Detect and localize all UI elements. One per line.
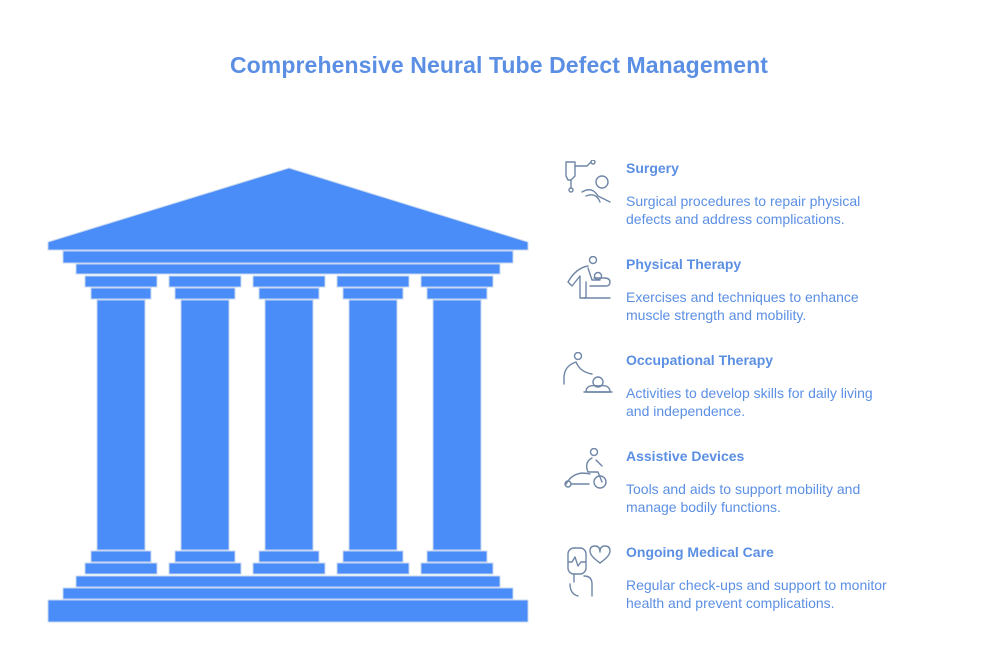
temple-column-2-shaft <box>180 299 230 551</box>
medical-care-icon <box>567 545 611 597</box>
item-heading: Surgery <box>626 160 679 176</box>
temple-column-4-base-top <box>342 550 404 563</box>
temple-roof <box>47 167 529 251</box>
temple-step-1 <box>75 575 501 588</box>
temple-column-1-base-top <box>90 550 152 563</box>
item-description: Regular check-ups and support to monitor… <box>626 577 887 611</box>
temple-step-3 <box>47 599 529 623</box>
temple-entablature-top <box>62 250 514 264</box>
temple-column-1-shaft <box>96 299 146 551</box>
item-heading: Ongoing Medical Care <box>626 544 774 560</box>
temple-column-2-capital-top <box>168 275 242 288</box>
temple-column-4-shaft <box>348 299 398 551</box>
item-heading: Occupational Therapy <box>626 352 774 368</box>
item-heading: Physical Therapy <box>626 256 742 272</box>
occupational-therapy-icon <box>563 352 613 393</box>
temple-column-4-capital-top <box>336 275 410 288</box>
temple-column-5-base-top <box>426 550 488 563</box>
temple-column-5-shaft <box>432 299 482 551</box>
temple-column-3-base-top <box>258 550 320 563</box>
item-description: Exercises and techniques to enhance musc… <box>626 289 859 323</box>
assistive-devices-icon <box>564 448 607 489</box>
temple-column-1-capital-top <box>84 275 158 288</box>
temple-column-3-shaft <box>264 299 314 551</box>
temple-column-3-capital-top <box>252 275 326 288</box>
temple-column-3-base-bottom <box>252 562 326 575</box>
item-description: Activities to develop skills for daily l… <box>626 385 873 419</box>
temple-column-2-base-bottom <box>168 562 242 575</box>
temple-column-5-capital-bottom <box>426 287 488 300</box>
temple-column-4-capital-bottom <box>342 287 404 300</box>
temple-column-2-base-top <box>174 550 236 563</box>
temple-step-2 <box>62 587 514 600</box>
temple-column-1-capital-bottom <box>90 287 152 300</box>
diagram-title: Comprehensive Neural Tube Defect Managem… <box>229 52 769 78</box>
temple-column-5-base-bottom <box>420 562 494 575</box>
temple-column-4-base-bottom <box>336 562 410 575</box>
temple-column-1-base-bottom <box>84 562 158 575</box>
item-heading: Assistive Devices <box>626 448 745 464</box>
temple-column-3-capital-bottom <box>258 287 320 300</box>
surgery-icon <box>565 160 611 203</box>
temple-entablature-bottom <box>75 263 501 275</box>
temple-column-5-capital-top <box>420 275 494 288</box>
physical-therapy-icon <box>567 256 611 299</box>
item-description: Surgical procedures to repair physical d… <box>626 193 861 227</box>
temple-column-2-capital-bottom <box>174 287 236 300</box>
item-description: Tools and aids to support mobility and m… <box>626 481 861 515</box>
